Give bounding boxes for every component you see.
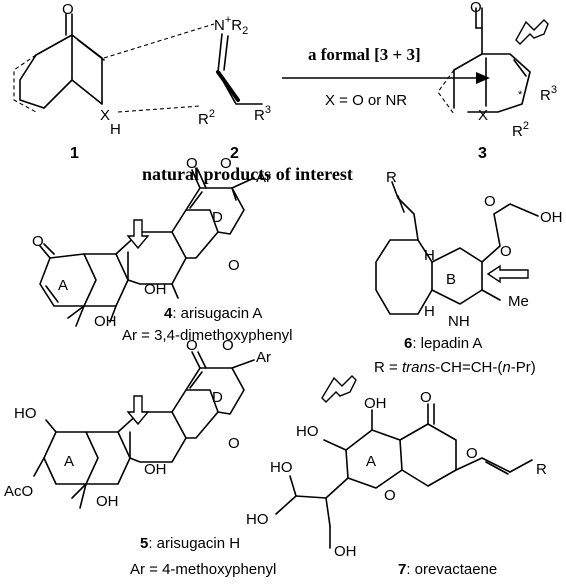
compound-1-label: 1 (70, 145, 79, 162)
c4-oh: OH (144, 281, 167, 298)
c6-r: R (386, 169, 397, 186)
reaction-arrow-label: a formal [3 + 3] (308, 45, 421, 64)
stereo-star: * (518, 89, 523, 101)
c5-ring-a: A (64, 453, 74, 470)
r2-atom-2: R2 (198, 108, 215, 128)
dashed-bond-bottom (117, 105, 201, 113)
c5-oh: OH (144, 461, 167, 478)
compound-4: O O O Ar O OH OH A D 4: arisugacin A Ar … (32, 155, 293, 344)
c4-ring-a: A (58, 277, 68, 294)
c7-lactone-o: O (420, 389, 432, 406)
compound-3-label: 3 (478, 145, 487, 162)
c7-name: 7: orevactaene (398, 561, 497, 578)
c7-oh-bottom: OH (334, 543, 357, 560)
c6-ring-b: B (446, 271, 456, 288)
c4-hollow-arrow-icon (126, 219, 150, 250)
r3-atom-3: R3 (540, 84, 557, 104)
compound-7: OH HO HO HO OH O O O A R 7: orevactaene (246, 375, 547, 578)
c5-aco: AcO (4, 483, 33, 500)
c7-hollow-arrow-icon (321, 375, 357, 403)
c6-hollow-arrow-icon (486, 264, 529, 284)
c7-r: R (536, 461, 547, 478)
r3-atom-2: R3 (254, 104, 271, 124)
compound-3: O X * R3 R2 3 (437, 0, 557, 162)
c5-lactone-o: O (186, 337, 198, 354)
compound-6: R O O OH H H B NH Me 6: lepadin A R = tr… (374, 169, 563, 376)
c4-name: 4: arisugacin A (164, 305, 262, 322)
c5-ring-o: O (222, 337, 234, 354)
compound-1: O X H 1 (13, 1, 121, 162)
compound-2: N+R2 R2 R3 2 (198, 14, 271, 162)
c4-lactone-o: O (186, 155, 198, 172)
c6-o: O (500, 243, 512, 260)
h-atom-1: H (110, 121, 121, 138)
c5-ar: Ar (256, 349, 271, 366)
hollow-arrow-icon (515, 19, 549, 45)
c5-oh-2: OH (96, 493, 119, 510)
c5-hollow-arrow-icon (126, 395, 150, 426)
c4-ring-o: O (220, 155, 232, 172)
compound-2-label: 2 (230, 145, 239, 162)
c7-ring-a: A (366, 453, 376, 470)
c6-h-bottom: H (424, 303, 435, 320)
c5-ether-o: O (228, 435, 240, 452)
compound-5: HO AcO O O Ar O OH OH A D 5: arisugacin … (4, 337, 276, 578)
reaction-arrow: a formal [3 + 3] X = O or NR (282, 45, 490, 109)
carbonyl-o-3: O (470, 0, 482, 16)
c4-ketone-o: O (32, 233, 44, 250)
c7-ho-3: HO (246, 511, 269, 528)
iminium-n: N+R2 (214, 14, 248, 37)
reaction-condition: X = O or NR (325, 92, 407, 109)
carbonyl-o-1: O (62, 1, 74, 18)
c4-ether-o: O (228, 257, 240, 274)
c6-oh: OH (540, 209, 563, 226)
c6-r-line: R = trans-CH=CH-(n-Pr) (374, 359, 536, 376)
c7-ether-o: O (384, 487, 396, 504)
section-title: natural products of interest (142, 164, 353, 184)
c7-ring-o: O (466, 445, 478, 462)
c5-name: 5: arisugacin H (140, 535, 240, 552)
x-atom-1: X (100, 107, 110, 124)
c5-ho: HO (14, 405, 37, 422)
c7-oh-top: OH (364, 395, 387, 412)
c6-name: 6: lepadin A (404, 335, 482, 352)
c6-nh: NH (448, 313, 470, 330)
c7-ho: HO (296, 423, 319, 440)
c4-ring-d: D (212, 209, 223, 226)
c6-ester-o: O (484, 193, 496, 210)
c4-oh-2: OH (94, 313, 117, 330)
c4-ar: Ar (256, 169, 271, 186)
c5-ar-line: Ar = 4-methoxyphenyl (130, 561, 276, 578)
r2-atom-3: R2 (512, 120, 529, 140)
c5-ring-d: D (212, 389, 223, 406)
c7-ho-2: HO (270, 459, 293, 476)
c4-ar-line: Ar = 3,4-dimethoxyphenyl (122, 327, 293, 344)
x-atom-3: X (478, 107, 488, 124)
c6-h-top: H (424, 247, 435, 264)
dashed-bond-top (103, 23, 215, 59)
c6-me: Me (508, 293, 529, 310)
